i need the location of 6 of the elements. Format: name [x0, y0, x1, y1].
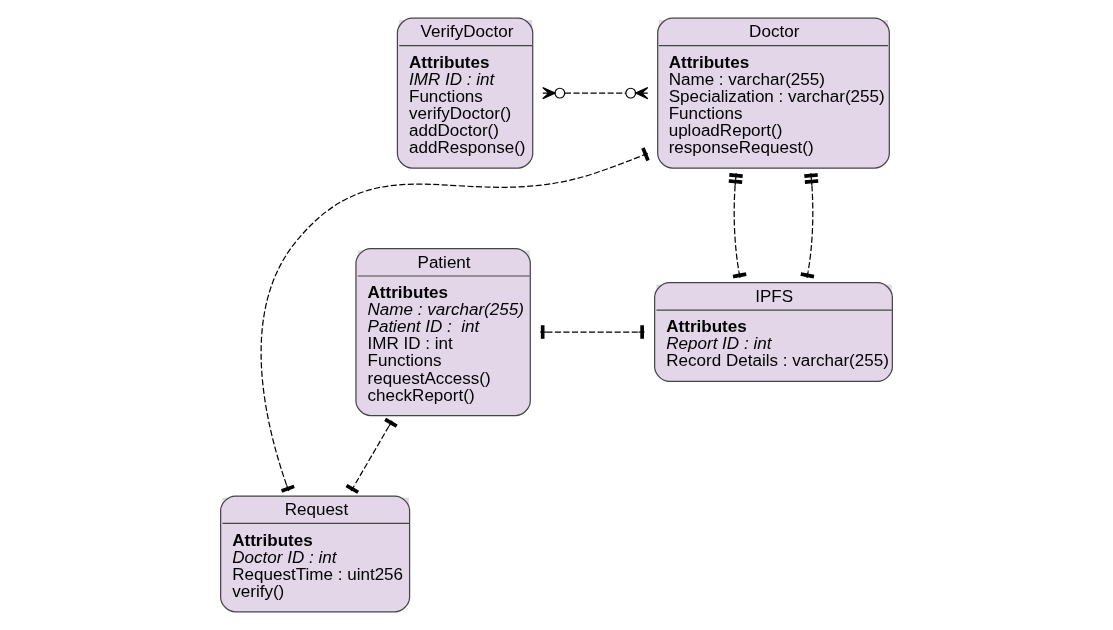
connector [260, 147, 650, 493]
connector [542, 87, 649, 100]
connector [728, 172, 747, 279]
connector [800, 172, 819, 279]
connector [539, 325, 646, 339]
connector [345, 417, 398, 494]
